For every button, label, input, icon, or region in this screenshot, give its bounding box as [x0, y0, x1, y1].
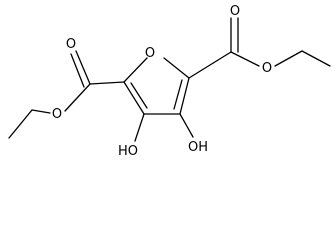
bond-carbonyl-ether — [64, 83, 91, 112]
bond-ether-ch2 — [274, 50, 303, 67]
right-ether-oxygen-label: O — [262, 61, 272, 76]
bond-c2-c3-double — [130, 82, 148, 109]
furan-ring — [123, 57, 190, 115]
bond-ch2-ch3 — [8, 109, 33, 139]
left-carbonyl-oxygen-label: O — [66, 37, 76, 52]
left-ester-group — [8, 50, 125, 139]
left-hydroxyl-label: HO — [118, 144, 138, 159]
bond-carbonyl-double-a — [75, 50, 91, 85]
bond-o1-c2 — [123, 57, 148, 83]
bond-ether-ch2 — [31, 109, 51, 114]
bond-c4-c5 — [179, 77, 190, 115]
bond-c4-oh — [179, 113, 194, 138]
right-hydroxyl-label: OH — [188, 140, 208, 155]
bond-o1-c5 — [163, 57, 190, 79]
left-ether-oxygen-label: O — [52, 107, 62, 122]
ring-oxygen-label: O — [145, 46, 155, 61]
bond-carbonyl-ether — [230, 51, 260, 67]
bond-c2-carbonyl — [89, 81, 125, 85]
right-ester-group — [188, 17, 331, 79]
bond-ch2-ch3 — [301, 50, 331, 67]
molecule-structure: O O O O O HO OH — [8, 4, 331, 159]
bond-c2-c3 — [123, 81, 145, 115]
bond-c4-c5-double — [173, 79, 183, 110]
bond-c5-carbonyl — [188, 51, 232, 79]
bond-c3-oh — [134, 113, 145, 142]
bond-carbonyl-double-b — [70, 53, 85, 88]
right-carbonyl-oxygen-label: O — [230, 4, 240, 19]
